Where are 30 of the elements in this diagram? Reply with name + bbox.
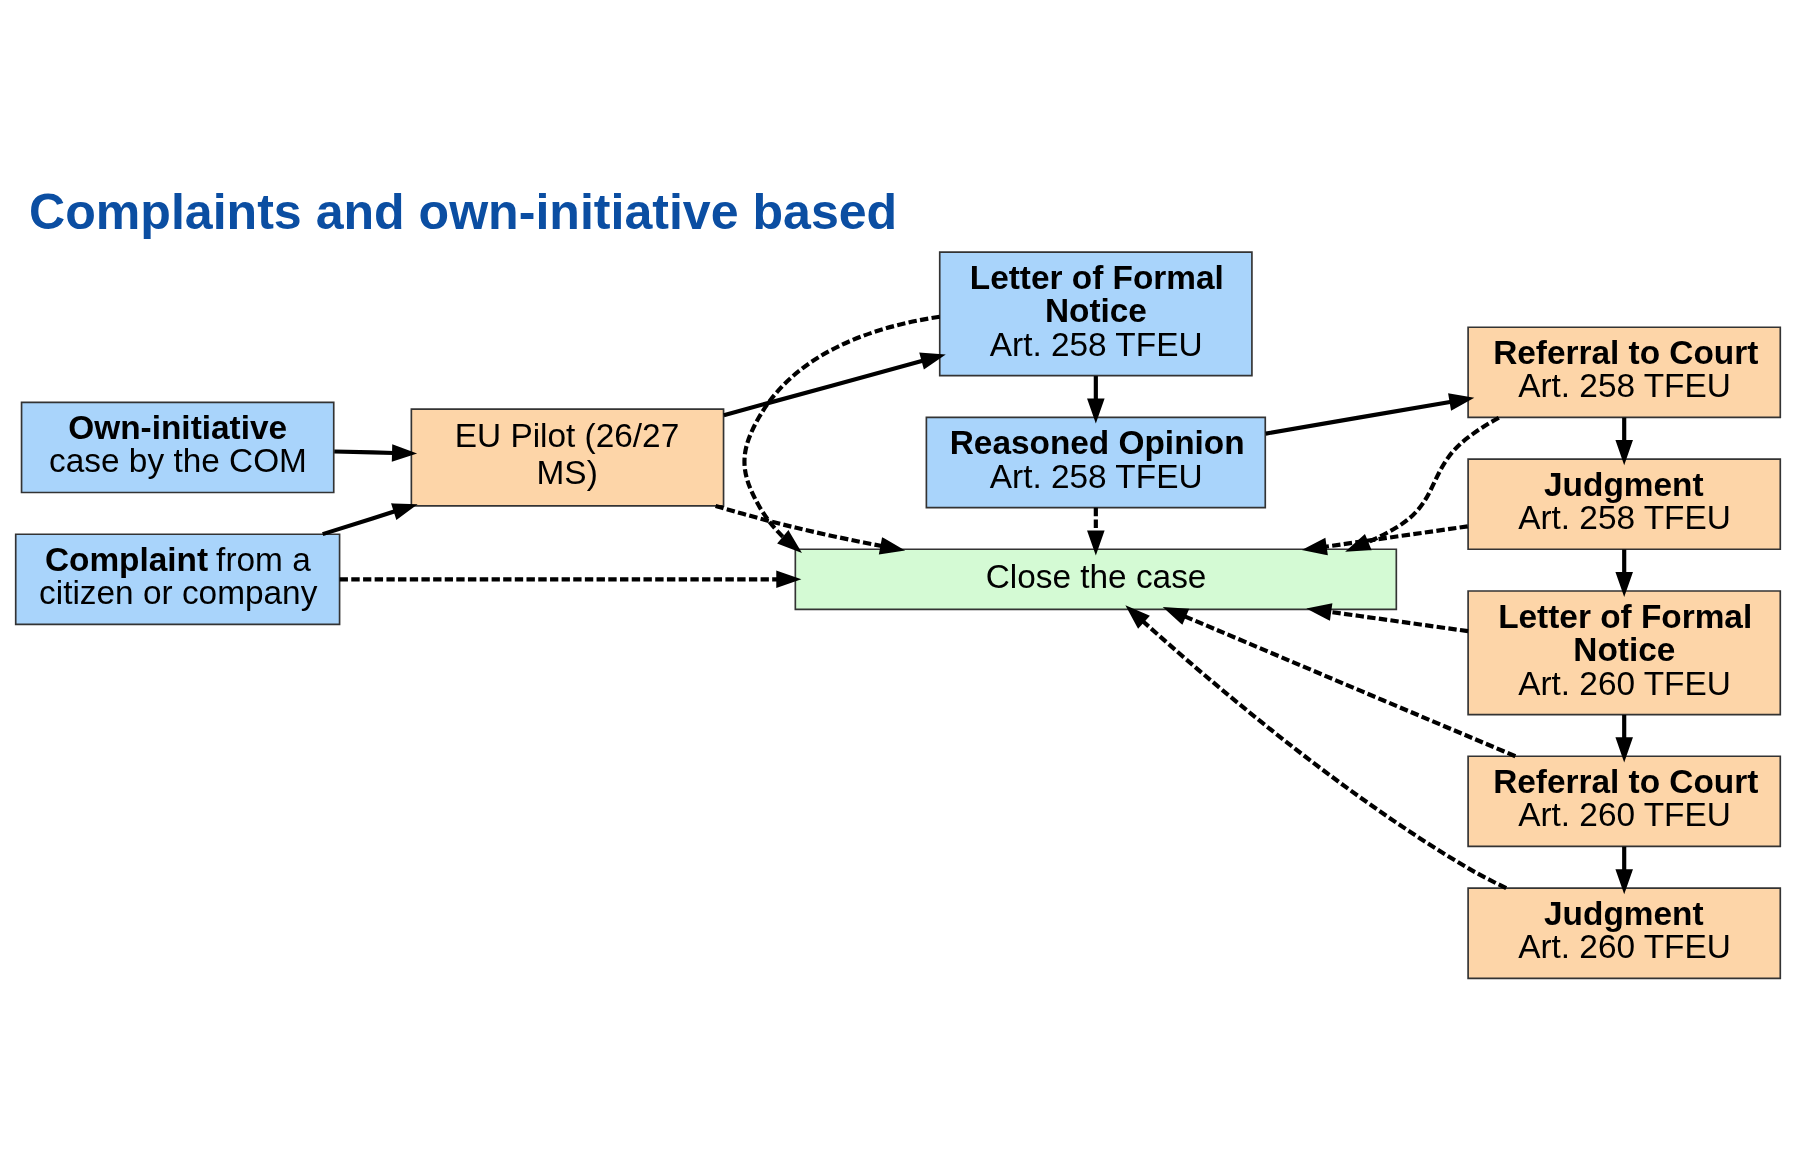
node-box: Judgment Art. 258 TFEU [1467,457,1782,550]
arrow [1265,392,1475,436]
arrow [1087,507,1105,555]
arrow [322,502,418,536]
arrow [1615,846,1633,894]
arrow [1615,714,1633,762]
arrow [1615,417,1633,465]
arrow [339,570,802,588]
arrow [1125,604,1508,890]
arrow [1306,602,1469,633]
node-box: Referral to Court Art. 258 TFEU [1467,325,1782,418]
node-box: Reasoned Opinion Art. 258 TFEU [925,416,1267,508]
node-box: Letter of Formal Notice Art. 258 TFEU [938,250,1253,376]
diagram-title: Complaints and own-initiative based [29,183,898,240]
node-box: Letter of Formal Notice Art. 260 TFEU [1467,589,1782,715]
arrow [1162,606,1517,758]
arrow [742,314,941,553]
node-box: EU Pilot (26/27 MS) [410,407,725,507]
arrow [1345,415,1500,552]
node-box: Own-initiative case by the COM [20,401,335,493]
arrow [723,352,946,417]
arrow [1615,548,1633,597]
arrow [334,443,418,462]
node-box: Complaint from a citizen or company [14,532,341,625]
node-box: Referral to Court Art. 260 TFEU [1467,754,1782,847]
arrow [715,503,906,554]
node-box: Close the case [794,547,1398,610]
arrow [1087,375,1105,423]
node-box: Judgment Art. 260 TFEU [1467,886,1782,979]
arrow [1301,523,1468,555]
